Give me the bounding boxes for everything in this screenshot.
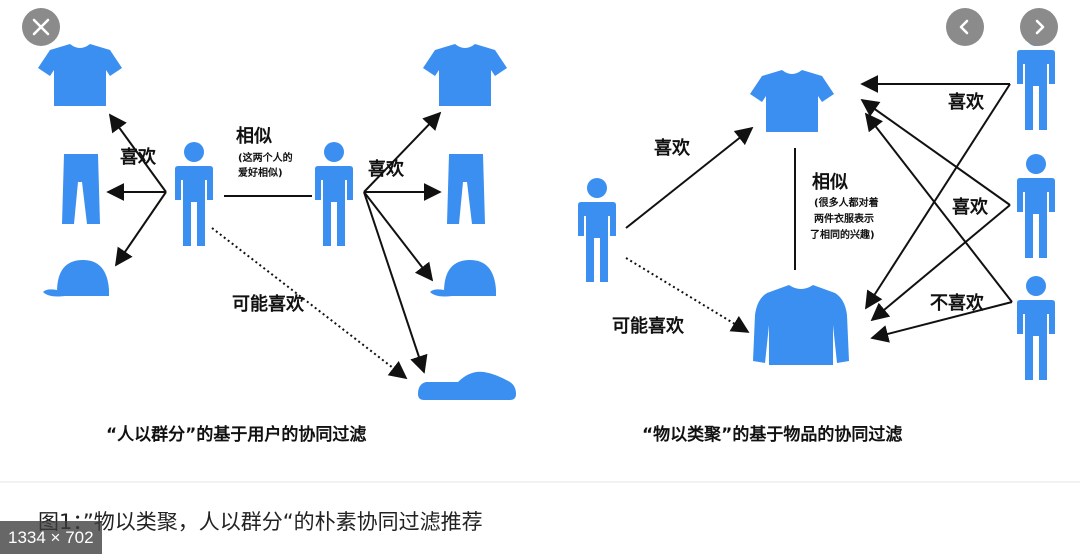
user-a-icon — [175, 142, 213, 246]
cap-icon-right — [430, 260, 496, 297]
chevron-left-icon — [959, 19, 969, 35]
target-user-icon — [578, 178, 616, 282]
arrow-like-cap — [114, 191, 167, 267]
chevron-right-icon — [1035, 19, 1045, 35]
similar-label-right: 相似 — [812, 172, 848, 193]
tshirt-item-icon — [750, 70, 834, 132]
next-image-button[interactable] — [1020, 8, 1058, 46]
item-cf-caption: “物以类聚”的基于物品的协同过滤 — [642, 425, 903, 445]
like-label-2: 喜欢 — [368, 159, 404, 180]
user-3-icon — [1017, 276, 1055, 380]
user2-like-label: 喜欢 — [952, 197, 988, 218]
similar-note-2: 爱好相似) — [238, 168, 283, 179]
similar-label: 相似 — [236, 126, 272, 147]
tshirt-icon-right — [423, 44, 507, 106]
arrow-b-tshirt — [363, 111, 442, 193]
user3-dislike-label: 不喜欢 — [930, 293, 984, 314]
arrow-b-shoe — [363, 191, 428, 374]
similar-note-1: (这两个人的 — [238, 153, 293, 164]
similar-note-right-2: 两件衣服表示 — [814, 214, 874, 225]
cap-icon — [43, 260, 109, 297]
arrow-target-may-like — [625, 257, 750, 333]
similar-note-right-3: 了相同的兴趣) — [810, 230, 875, 241]
tshirt-icon — [38, 44, 122, 106]
like-label-right: 喜欢 — [654, 138, 690, 159]
arrow-target-likes-tshirt — [625, 126, 754, 229]
figure-caption: 图1：”物以类聚，人以群分“的朴素协同过滤推荐 — [38, 510, 483, 534]
user-cf-caption: “人以群分”的基于用户的协同过滤 — [106, 425, 367, 445]
arrow-like-tshirt — [108, 113, 167, 193]
prev-image-button[interactable] — [946, 8, 984, 46]
arrow-u1-sweater — [865, 83, 1011, 310]
arrow-u3-tshirt — [864, 112, 1013, 303]
user1-like-label: 喜欢 — [948, 92, 984, 113]
arrow-u2-tshirt — [860, 98, 1011, 206]
shoe-icon — [418, 371, 516, 400]
may-like-label: 可能喜欢 — [232, 294, 304, 315]
may-like-label-right: 可能喜欢 — [612, 316, 684, 337]
user-b-icon — [315, 142, 353, 246]
arrow-u3-sweater — [870, 301, 1013, 343]
arrow-may-like — [211, 227, 408, 380]
arrow-u2-sweater — [870, 204, 1011, 322]
like-label: 喜欢 — [120, 147, 156, 168]
close-icon — [32, 18, 50, 36]
close-button[interactable] — [22, 8, 60, 46]
similar-note-right-1: (很多人都对着 — [814, 198, 879, 209]
sweater-item-icon — [753, 285, 849, 365]
arrow-b-cap — [363, 191, 434, 282]
user-2-icon — [1017, 154, 1055, 258]
pants-icon — [62, 154, 100, 224]
image-dimensions-badge: 1334 × 702 — [0, 521, 102, 554]
pants-icon-right — [447, 154, 485, 224]
